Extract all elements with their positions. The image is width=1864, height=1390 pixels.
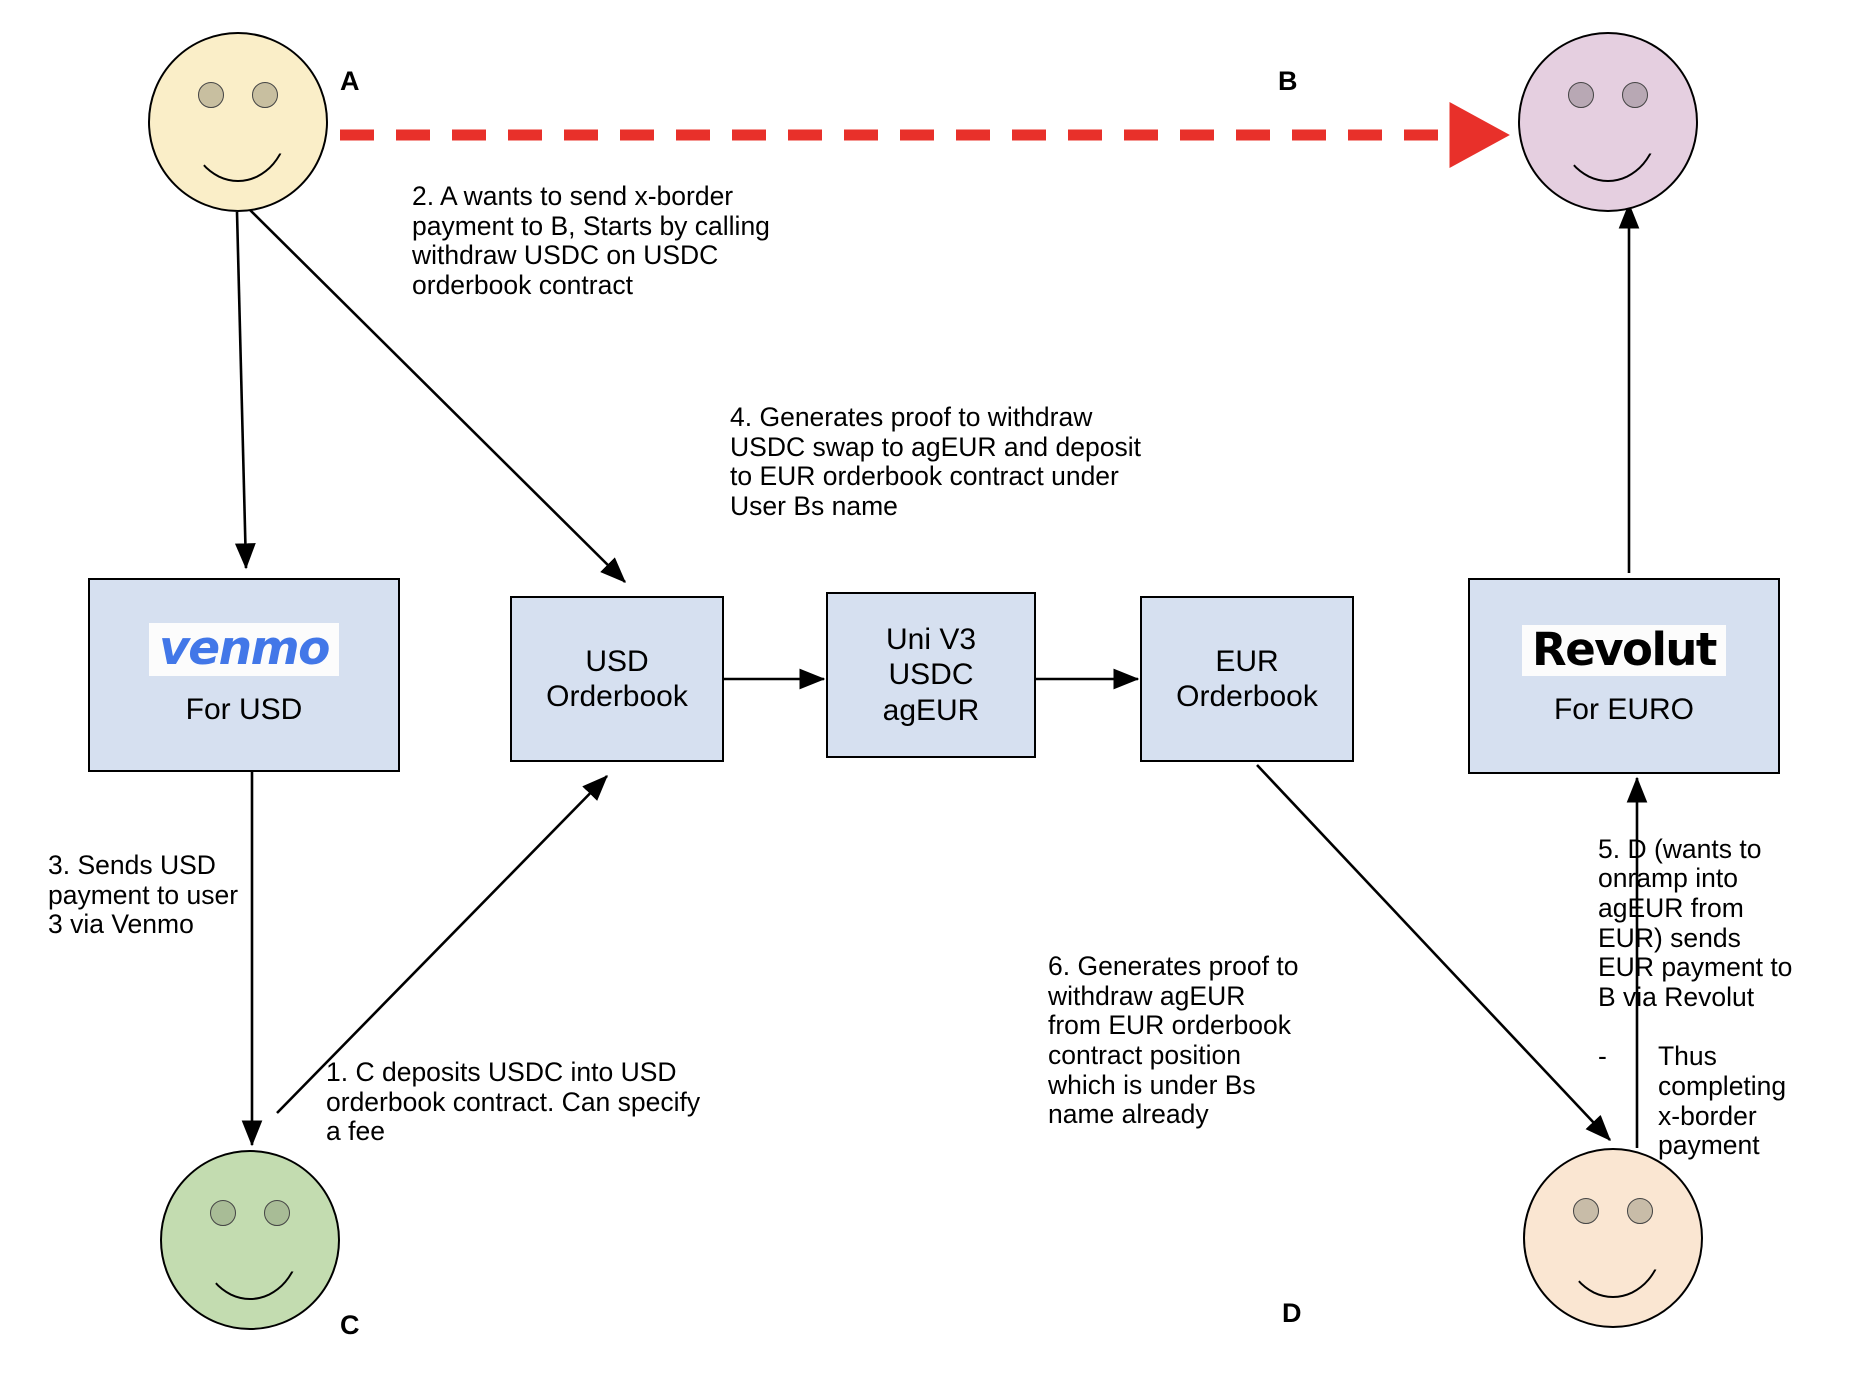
note-step-5-sub: Thus completing x-border payment [1658,1041,1787,1161]
box-uniswap-line2: USDC [888,658,974,692]
note-step-2: 2. A wants to send x-border payment to B… [412,181,770,301]
actor-label-b: B [1278,66,1298,96]
smile-icon [1561,1238,1665,1298]
eye-icon [264,1199,291,1226]
eye-icon [209,1199,236,1226]
actor-face-a[interactable] [148,32,328,212]
box-eur-orderbook[interactable]: EUR Orderbook [1140,596,1354,762]
box-eur-orderbook-line2: Orderbook [1176,680,1318,713]
eye-icon [252,81,279,108]
box-eur-orderbook-line1: EUR [1215,644,1279,678]
actor-label-c: C [340,1310,360,1340]
smile-icon [1556,122,1660,182]
revolut-logo: Revolut [1522,624,1726,676]
edge-a-to-venmo [234,211,256,570]
eye-icon [1622,81,1649,108]
note-step-5-dash: - [1598,1041,1607,1072]
smile-icon [198,1240,302,1300]
box-venmo-subtitle: For USD [185,692,303,726]
note-step-3: 3. Sends USD payment to user 3 via Venmo [48,850,239,940]
venmo-logo: venmo [149,622,339,676]
actor-label-d: D [1282,1298,1302,1328]
eye-icon [1567,81,1594,108]
box-venmo[interactable]: venmo For USD [88,578,400,772]
note-step-6: 6. Generates proof to withdraw agEUR fro… [1048,951,1299,1130]
box-uniswap-v3[interactable]: Uni V3 USDC agEUR [826,592,1036,758]
eye-icon [1572,1197,1599,1224]
box-usd-orderbook-line2: Orderbook [546,680,688,713]
box-usd-orderbook[interactable]: USD Orderbook [510,596,724,762]
box-uniswap-line3: agEUR [882,693,980,727]
actor-face-b[interactable] [1518,32,1698,212]
note-step-4: 4. Generates proof to withdraw USDC swap… [730,402,1141,522]
actor-label-a: A [340,66,360,96]
actor-face-c[interactable] [160,1150,340,1330]
eye-icon [197,81,224,108]
note-step-5-main: 5. D (wants to onramp into agEUR from EU… [1598,833,1793,1013]
box-revolut[interactable]: Revolut For EURO [1468,578,1780,774]
box-revolut-subtitle: For EURO [1553,692,1694,726]
eye-icon [1627,1197,1654,1224]
note-step-5: 5. D (wants to onramp into agEUR from EU… [1598,805,1848,1161]
actor-face-d[interactable] [1523,1148,1703,1328]
note-step-1: 1. C deposits USDC into USD orderbook co… [326,1057,701,1147]
box-uniswap-line1: Uni V3 [885,623,977,657]
box-usd-orderbook-line1: USD [585,644,649,678]
smile-icon [186,122,290,182]
